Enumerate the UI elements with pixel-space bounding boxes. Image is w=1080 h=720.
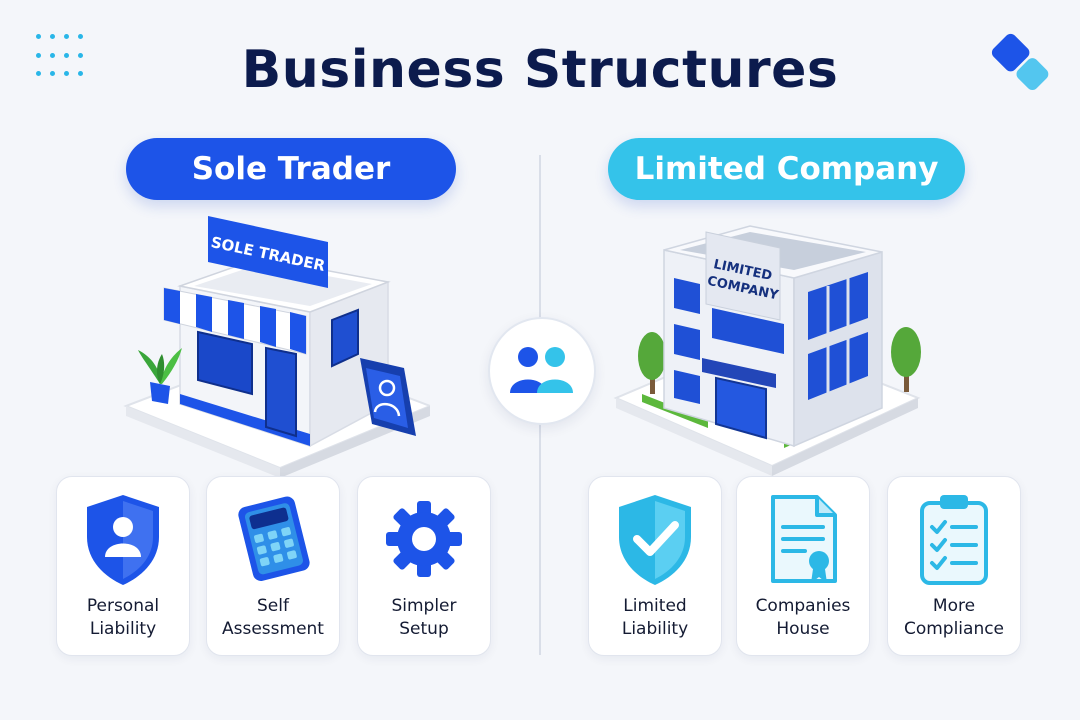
sole-trader-shop-illustration: SOLE TRADER [123,216,430,478]
shield-check-icon [619,495,691,585]
card-label-line: Personal [86,596,160,616]
checklist-clipboard-icon [920,495,988,585]
card-label-line: More [932,596,976,616]
card-more-compliance: More Compliance [887,476,1021,656]
card-label-line: Compliance [903,619,1005,639]
card-label-line: Liability [621,619,689,639]
decorative-dots [36,34,84,82]
card-simpler-setup: Simpler Setup [357,476,491,656]
card-personal-liability: Personal Liability [56,476,190,656]
sole-trader-heading: Sole Trader [126,138,456,200]
card-label-line: Self [257,596,289,616]
card-label-line: Assessment [222,619,324,639]
card-label-line: Companies [755,596,851,616]
card-limited-liability: Limited Liability [588,476,722,656]
shield-person-icon [87,495,159,585]
calculator-icon [238,496,310,581]
certificate-document-icon [771,495,837,583]
limited-company-building-illustration: LIMITED COMPANY [613,225,921,476]
card-label-line: Simpler [391,596,457,616]
card-label-line: Liability [89,619,157,639]
card-label-line: Setup [399,619,449,639]
page-title: Business Structures [241,40,839,100]
card-label-line: House [776,619,830,639]
people-badge [488,317,596,425]
decorative-squares-icon [991,33,1049,90]
limited-company-heading: Limited Company [608,138,965,200]
card-self-assessment: Self Assessment [206,476,340,656]
card-label-line: Limited [623,596,687,616]
gear-icon [386,501,462,577]
card-companies-house: Companies House [736,476,870,656]
people-icon [510,347,573,393]
